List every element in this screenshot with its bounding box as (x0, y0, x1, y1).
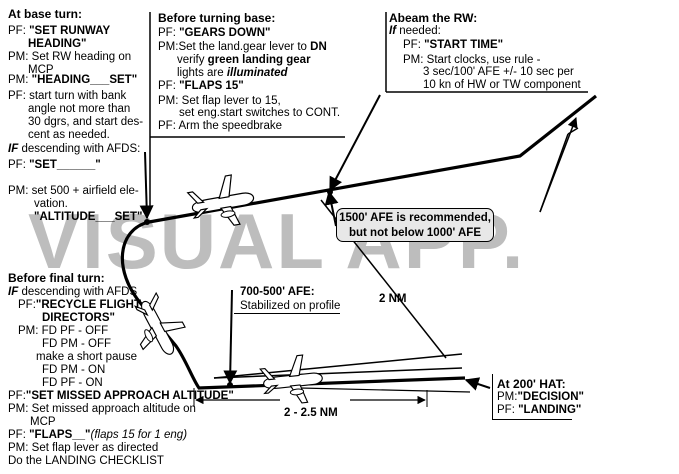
base-turn-point (144, 219, 150, 225)
base-turn-line-13: vation. (34, 198, 68, 210)
abeam-point (327, 189, 333, 195)
stabilized-point (227, 382, 233, 388)
final-distance-label: 2 - 2.5 NM (284, 407, 338, 419)
hat-header: At 200' HAT: (497, 377, 566, 391)
before-final-line-4: PM: FD PF - OFF (18, 325, 109, 337)
before-base-line-1: PF: "GEARS DOWN" (158, 27, 271, 39)
before-final-line-8: FD PF - ON (42, 377, 103, 389)
centerline (299, 387, 471, 393)
before-final-line-6: make a short pause (36, 351, 138, 363)
hat-line-2: PM:"DECISION" (497, 391, 584, 403)
base-turn-line-11: PF: "SET______" (8, 159, 101, 171)
airplane-final-icon (258, 352, 326, 408)
base-turn-line-3: PM: Set RW heading on (8, 51, 132, 63)
before-final-line-13: PM: Set flap lever as directed (8, 442, 159, 454)
arrow-200hat (464, 377, 491, 391)
before-base-line-4: lights are illuminated (177, 67, 288, 79)
before-final-line-10: PM: Set missed approach altitude on (8, 403, 196, 415)
base-turn-header: At base turn: (8, 7, 83, 21)
before-final-header: Before final turn: (8, 271, 105, 285)
base-turn-line-6: PF: start turn with bank (8, 90, 127, 102)
before-base-header: Before turning base: (158, 11, 276, 25)
arrow-stabilized (223, 289, 238, 385)
runway-line-2 (213, 367, 463, 379)
wedge-right (539, 133, 569, 213)
base-turn-line-4: MCP (28, 64, 54, 76)
stabilized-header: 700-500' AFE: (240, 286, 315, 298)
hat-line-3: PF: "LANDING" (497, 404, 582, 416)
downwind-track (120, 94, 597, 390)
before-final-line-12: PF: "FLAPS__"(flaps 15 for 1 eng) (8, 429, 188, 441)
hat-divider-v (492, 374, 493, 419)
before-final-line-3: DIRECTORS" (42, 312, 115, 324)
before-final-line-14: Do the LANDING CHECKLIST (8, 455, 164, 467)
base-turn-line-5: PM: "HEADING___SET" (8, 74, 138, 86)
before-final-line-5: FD PM - OFF (42, 338, 111, 350)
base-turn-line-8: 30 dgrs, and start des- (28, 116, 144, 128)
abeam-line-3: PM: Start clocks, use rule - (403, 54, 541, 66)
callout-line-1: 1500' AFE is recommended, (339, 212, 491, 224)
altitude-recommendation-callout: 1500' AFE is recommended, but not below … (336, 208, 494, 242)
base-turn-line-9: cent as needed. (28, 129, 110, 141)
base-turn-line-7: angle not more than (28, 103, 131, 115)
before-base-line-8: PF: Arm the speedbrake (158, 120, 283, 132)
wedge-base (567, 127, 579, 135)
abeam-line-5: 10 kn of HW or TW component (423, 79, 581, 91)
before-base-line-5: PF: "FLAPS 15" (158, 80, 244, 92)
two-nm-label: 2 NM (379, 293, 407, 305)
before-final-line-9: PF:"SET MISSED APPROACH ALTITUDE" (8, 390, 234, 402)
before-base-line-6: PM: Set flap lever to 15, (158, 95, 281, 107)
before-base-line-7: set eng.start switches to CONT. (179, 107, 341, 119)
abeam-line-4: 3 sec/100' AFE +/- 10 sec per (423, 66, 574, 78)
runway-line-1 (213, 353, 463, 379)
before-final-line-2: PF:"RECYCLE FLIGHT (18, 299, 142, 311)
hat-divider-h (492, 419, 572, 420)
callout-line-2: but not below 1000' AFE (348, 227, 481, 239)
before-final-line-7: FD PM - ON (42, 364, 106, 376)
arrow-base-turn (139, 151, 154, 220)
before-base-line-3: verify green landing gear (177, 54, 311, 66)
base-turn-if-line: IF descending with AFDS: (8, 143, 141, 155)
before-base-line-2: PM:Set the land.gear lever to DN (158, 41, 327, 53)
base-turn-line-12: PM: set 500 + airfield ele- (8, 185, 139, 197)
abeam-line-2: PF: "START TIME" (403, 39, 504, 51)
arrow-1500 (324, 190, 339, 227)
base-turn-line-14: "ALTITUDE___SET" (34, 211, 143, 223)
base-turn-line-1: PF: "SET RUNWAY (8, 25, 111, 37)
arrow-abeam (329, 94, 381, 192)
stabilized-underline (234, 313, 340, 314)
base-turn-line-2: HEADING" (28, 38, 87, 50)
before-final-if-line: IF descending with AFDS (8, 286, 138, 298)
before-final-line-11: MCP (30, 416, 56, 428)
abeam-if-line: If needed: (389, 25, 441, 37)
abeam-header: Abeam the RW: (389, 11, 478, 25)
airplane-downwind-icon (185, 171, 259, 233)
stabilized-text: Stabilized on profile (240, 300, 341, 312)
